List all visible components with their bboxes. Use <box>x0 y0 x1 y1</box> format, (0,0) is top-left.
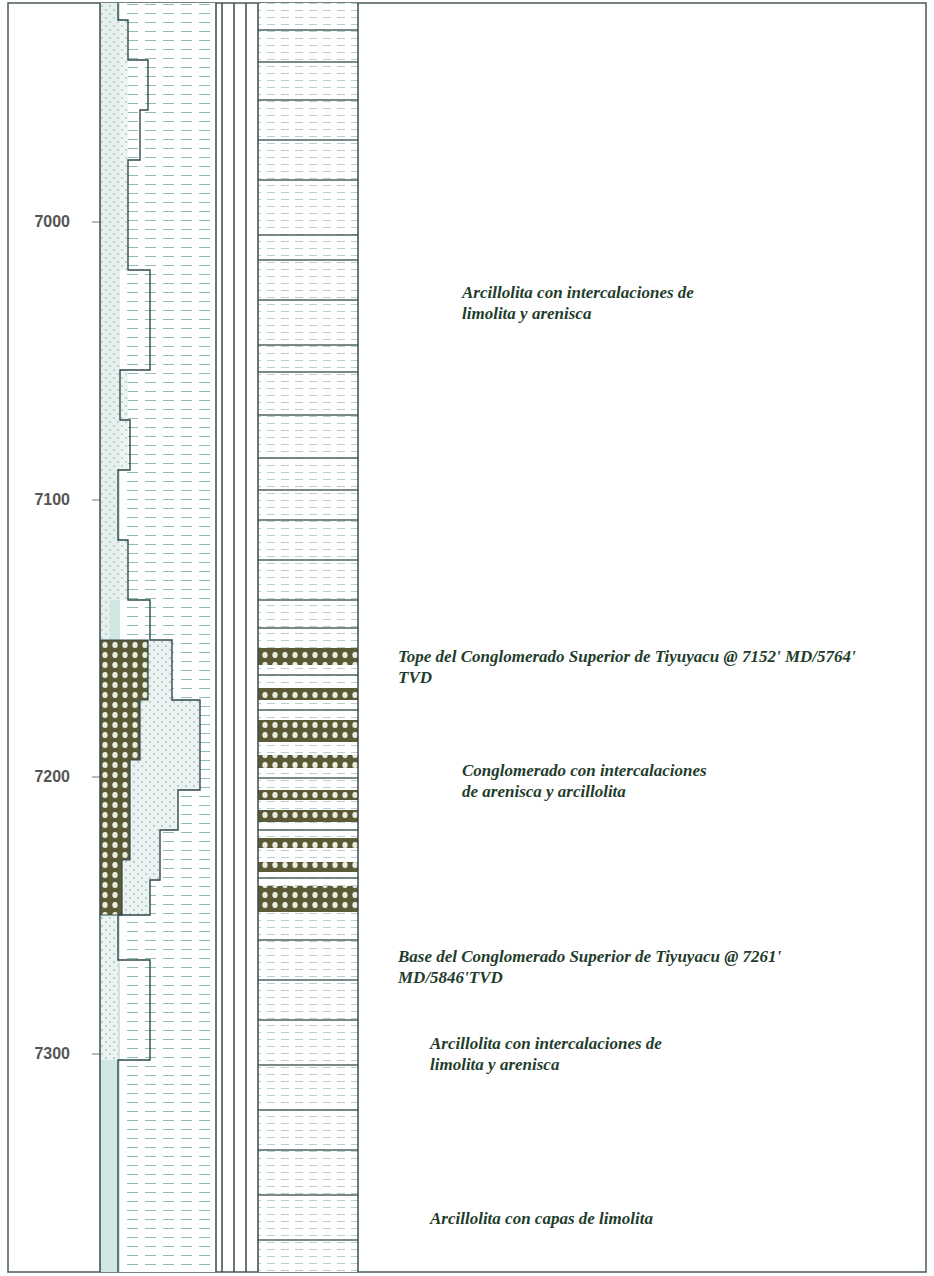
depth-number: 7300 <box>18 1044 70 1064</box>
formation-top-note: Tope del Conglomerado Superior de Tiyuya… <box>398 646 858 688</box>
formation-base-note: Base del Conglomerado Superior de Tiyuya… <box>398 946 868 988</box>
depth-ticks <box>92 222 100 1054</box>
lithology-note: Arcillolita con intercalaciones de limol… <box>462 282 724 324</box>
lithology-note: Arcillolita con intercalaciones de limol… <box>430 1033 692 1075</box>
depth-number: 7100 <box>18 490 70 510</box>
lithology-note: Arcillolita con capas de limolita <box>430 1208 660 1229</box>
depth-number: 7200 <box>18 767 70 787</box>
frame <box>8 3 926 1272</box>
lithology-bands <box>258 3 358 1272</box>
lithology-column <box>100 3 216 1272</box>
casing-lines <box>222 3 246 1272</box>
lithology-note: Conglomerado con intercalaciones de aren… <box>462 760 724 802</box>
depth-number: 7000 <box>18 212 70 232</box>
